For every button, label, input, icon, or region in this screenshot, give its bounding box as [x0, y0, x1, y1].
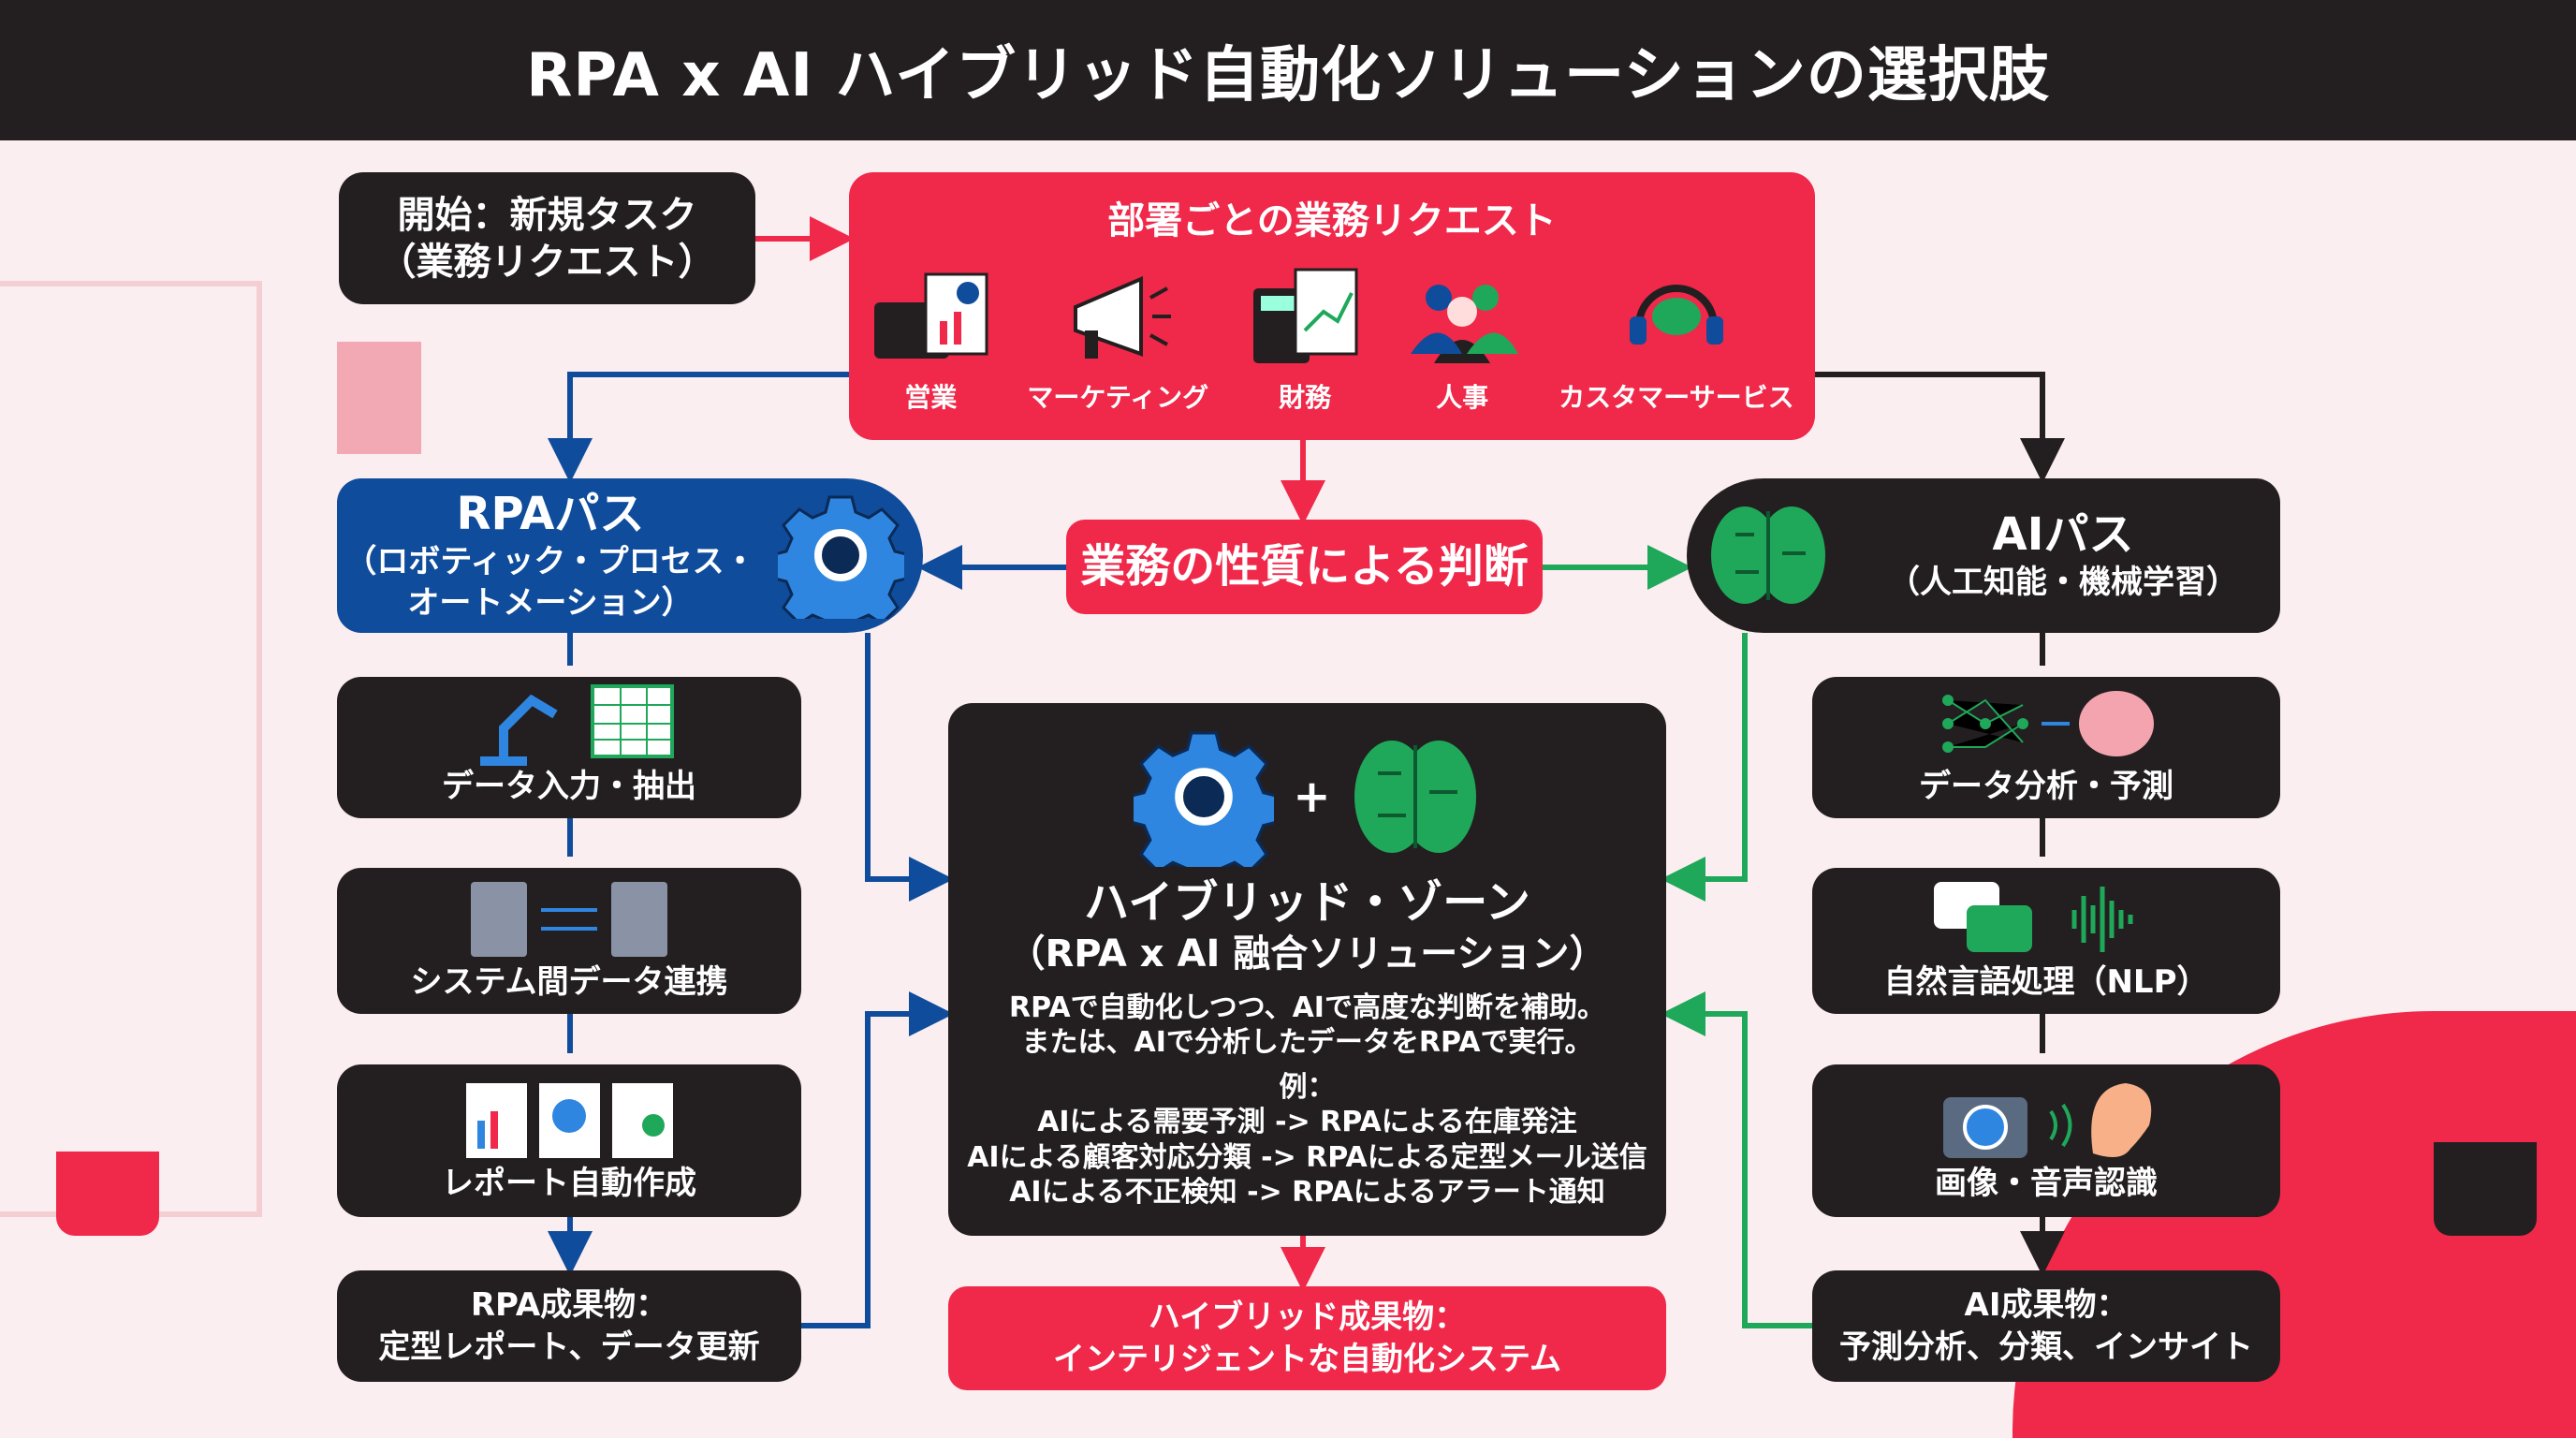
- rpa-subtitle: （ロボティック・プロセス・: [344, 543, 756, 581]
- rpa-title: RPAパス: [456, 487, 645, 540]
- gear-icon: [778, 495, 904, 619]
- plant-left-decoration: [56, 1152, 159, 1236]
- arrow-departments-to-rpa: [548, 372, 849, 483]
- ai-step-recognition: 画像・音声認識: [1812, 1064, 2280, 1217]
- department-label: マーケティング: [1027, 382, 1209, 413]
- megaphone-icon: [1074, 275, 1172, 359]
- hybrid-subtitle: （RPA x AI 融合ソリューション）: [1007, 932, 1607, 976]
- ai-title: AIパス: [1992, 507, 2134, 561]
- department-sales: 営業: [870, 265, 991, 415]
- ai-step-nlp: 自然言語処理（NLP）: [1812, 868, 2280, 1014]
- step-label: レポート自動作成: [442, 1164, 696, 1202]
- departments-title: 部署ごとの業務リクエスト: [1107, 199, 1557, 242]
- arrow-ai-to-hybrid: [1661, 633, 1748, 902]
- step-label: データ入力・抽出: [442, 767, 696, 805]
- brain-icon: [1711, 506, 1825, 604]
- arrow-rpa-to-hybrid: [865, 633, 954, 902]
- department-label: 人事: [1436, 382, 1489, 413]
- brain-icon: [1354, 741, 1476, 853]
- ai-result-title: AI成果物：: [1964, 1286, 2129, 1325]
- ai-result-detail: 予測分析、分類、インサイト: [1839, 1328, 2253, 1366]
- chat-soundwave-icon: [1934, 881, 2133, 952]
- hybrid-result-detail: インテリジェントな自動化システム: [1053, 1340, 1561, 1378]
- department-label: 営業: [904, 382, 958, 413]
- hybrid-zone-box: + ハイブリッド・ゾーン （RPA x AI 融合ソリューション） RPAで自動…: [948, 703, 1666, 1236]
- report-documents-icon: [466, 1082, 673, 1158]
- plus-sign: +: [1293, 770, 1331, 823]
- rpa-result-box: RPA成果物： 定型レポート、データ更新: [337, 1270, 801, 1382]
- hybrid-result-title: ハイブリッド成果物：: [1148, 1299, 1467, 1337]
- step-label: システム間データ連携: [410, 962, 728, 1001]
- neural-network-brain-icon: [1942, 690, 2154, 756]
- examples-label: 例：: [1279, 1070, 1336, 1104]
- departments-box: 部署ごとの業務リクエスト 営業 マーケティング 財務 人事 カスタマーサービス: [849, 172, 1815, 440]
- plant-right-decoration: [2434, 1142, 2537, 1236]
- start-box: 開始：新規タスク （業務リクエスト）: [339, 172, 755, 304]
- example-item: AIによる顧客対応分類 -> RPAによる定型メール送信: [967, 1140, 1647, 1174]
- rpa-step-reports: レポート自動作成: [337, 1064, 801, 1217]
- rpa-result-detail: 定型レポート、データ更新: [378, 1328, 760, 1366]
- ai-path-box: AIパス （人工知能・機械学習）: [1687, 478, 2280, 633]
- department-marketing: マーケティング: [1027, 265, 1208, 415]
- briefcase-chart-icon: [874, 272, 988, 359]
- rpa-subtitle: オートメーション）: [407, 584, 694, 623]
- wall-frame-decoration: [337, 342, 421, 454]
- arrow-rpa-result-to-hybrid: [801, 991, 954, 1328]
- step-label: 画像・音声認識: [1935, 1164, 2158, 1202]
- judgment-box: 業務の性質による判断: [1066, 520, 1543, 614]
- start-line1: 開始：新規タスク: [397, 193, 697, 237]
- department-finance: 財務: [1244, 265, 1366, 415]
- step-label: データ分析・予測: [1919, 767, 2174, 805]
- department-hr: 人事: [1401, 265, 1523, 415]
- hybrid-title: ハイブリッド・ゾーン: [1084, 876, 1530, 929]
- camera-ear-icon: [1943, 1082, 2152, 1158]
- ai-step-data-analysis: データ分析・予測: [1812, 677, 2280, 818]
- department-customer-service: カスタマーサービス: [1559, 265, 1794, 415]
- example-item: AIによる不正検知 -> RPAによるアラート通知: [1009, 1176, 1605, 1210]
- rpa-step-system-integration: システム間データ連携: [337, 868, 801, 1014]
- arrow-departments-to-ai: [1815, 372, 2065, 483]
- ai-result-box: AI成果物： 予測分析、分類、インサイト: [1812, 1270, 2280, 1382]
- headset-icon: [1629, 285, 1723, 345]
- step-label: 自然言語処理（NLP）: [1883, 962, 2209, 1001]
- arrow-ai-result-to-hybrid: [1661, 991, 1812, 1328]
- servers-sync-icon: [471, 881, 667, 957]
- department-label: カスタマーサービス: [1559, 382, 1794, 413]
- rpa-result-title: RPA成果物：: [470, 1286, 668, 1325]
- people-icon: [1411, 285, 1519, 363]
- page-title: RPA x AI ハイブリッド自動化ソリューションの選択肢: [0, 0, 2576, 140]
- start-line2: （業務リクエスト）: [378, 240, 716, 284]
- robot-arm-spreadsheet-icon: [480, 683, 674, 766]
- ai-subtitle: （人工知能・機械学習）: [1888, 564, 2238, 602]
- gear-icon: [1134, 731, 1275, 867]
- example-item: AIによる需要予測 -> RPAによる在庫発注: [1037, 1106, 1577, 1139]
- department-label: 財務: [1279, 382, 1332, 413]
- rpa-path-box: RPAパス （ロボティック・プロセス・ オートメーション）: [337, 478, 923, 633]
- hybrid-description: RPAで自動化しつつ、AIで高度な判断を補助。: [1009, 990, 1605, 1024]
- hybrid-result-box: ハイブリッド成果物： インテリジェントな自動化システム: [948, 1286, 1666, 1390]
- calculator-icon: [1253, 268, 1358, 363]
- hybrid-description: または、AIで分析したデータをRPAで実行。: [1021, 1026, 1593, 1060]
- rpa-step-data-entry: データ入力・抽出: [337, 677, 801, 818]
